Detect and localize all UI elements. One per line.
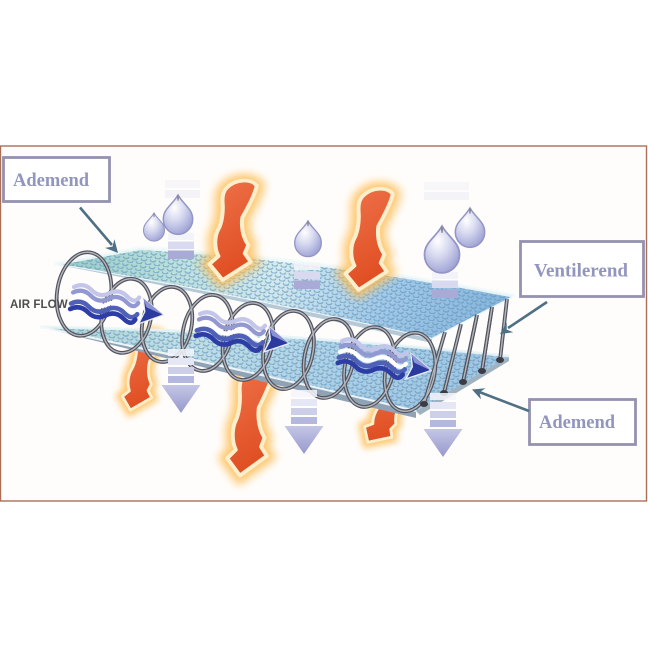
svg-text:Ademend: Ademend — [13, 171, 90, 191]
svg-text:AIR FLOW: AIR FLOW — [10, 299, 68, 311]
svg-text:Ventilerend: Ventilerend — [534, 261, 628, 282]
svg-text:Ademend: Ademend — [539, 413, 616, 433]
